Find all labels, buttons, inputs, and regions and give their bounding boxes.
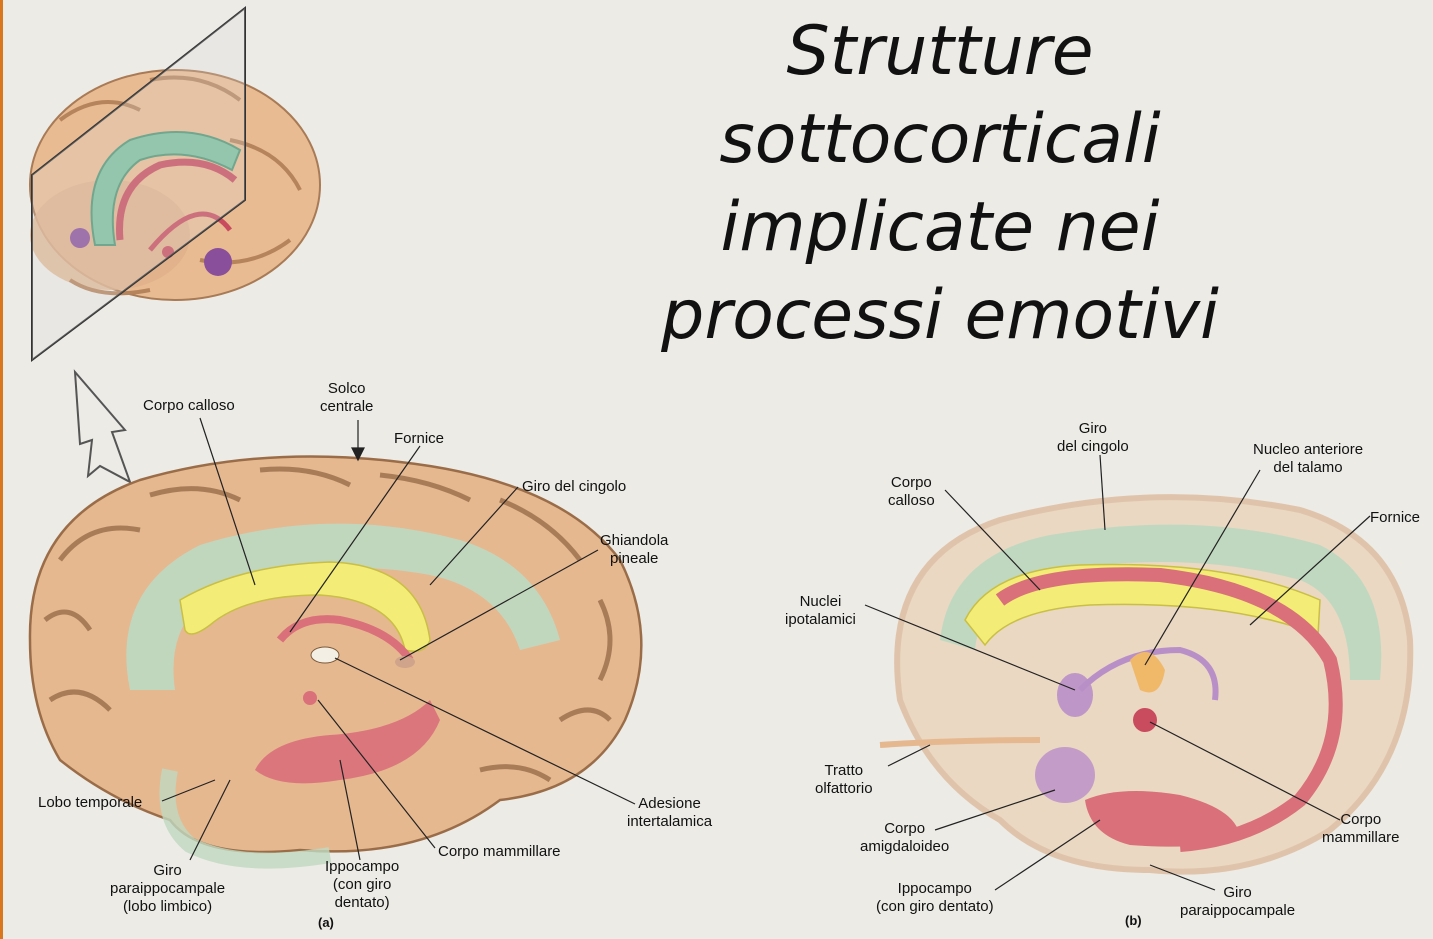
label-a-corpo-calloso: Corpo calloso: [143, 397, 235, 415]
label-b-tratto-olfattorio: Tratto olfattorio: [815, 762, 873, 798]
label-a-giro-cingolo: Giro del cingolo: [522, 478, 626, 496]
label-b-corpo-mammillare: Corpo mammillare: [1322, 811, 1400, 847]
label-b-giro-cingolo: Giro del cingolo: [1057, 420, 1129, 456]
label-a-corpo-mammillare: Corpo mammillare: [438, 843, 561, 861]
panel-b-tag: (b): [1125, 912, 1142, 930]
label-b-fornice: Fornice: [1370, 509, 1420, 527]
label-a-solco-centrale: Solco centrale: [320, 380, 373, 416]
label-a-giro-paraippocampale: Giro paraippocampale (lobo limbico): [110, 862, 225, 916]
label-b-corpo-calloso: Corpo calloso: [888, 474, 935, 510]
label-a-ippocampo: Ippocampo (con giro dentato): [325, 858, 399, 912]
panel-a-tag: (a): [318, 914, 334, 932]
label-a-fornice: Fornice: [394, 430, 444, 448]
label-b-ippocampo: Ippocampo (con giro dentato): [876, 880, 994, 916]
label-a-ghiandola-pineale: Ghiandola pineale: [600, 532, 668, 568]
label-b-nucleo-anteriore: Nucleo anteriore del talamo: [1253, 441, 1363, 477]
label-a-adesione-intertalamica: Adesione intertalamica: [627, 795, 712, 831]
label-a-lobo-temporale: Lobo temporale: [38, 794, 142, 812]
label-b-corpo-amigdaloideo: Corpo amigdaloideo: [860, 820, 949, 856]
label-b-giro-paraippocampale: Giro paraippocampale: [1180, 884, 1295, 920]
label-b-nuclei-ipotalamici: Nuclei ipotalamici: [785, 593, 856, 629]
